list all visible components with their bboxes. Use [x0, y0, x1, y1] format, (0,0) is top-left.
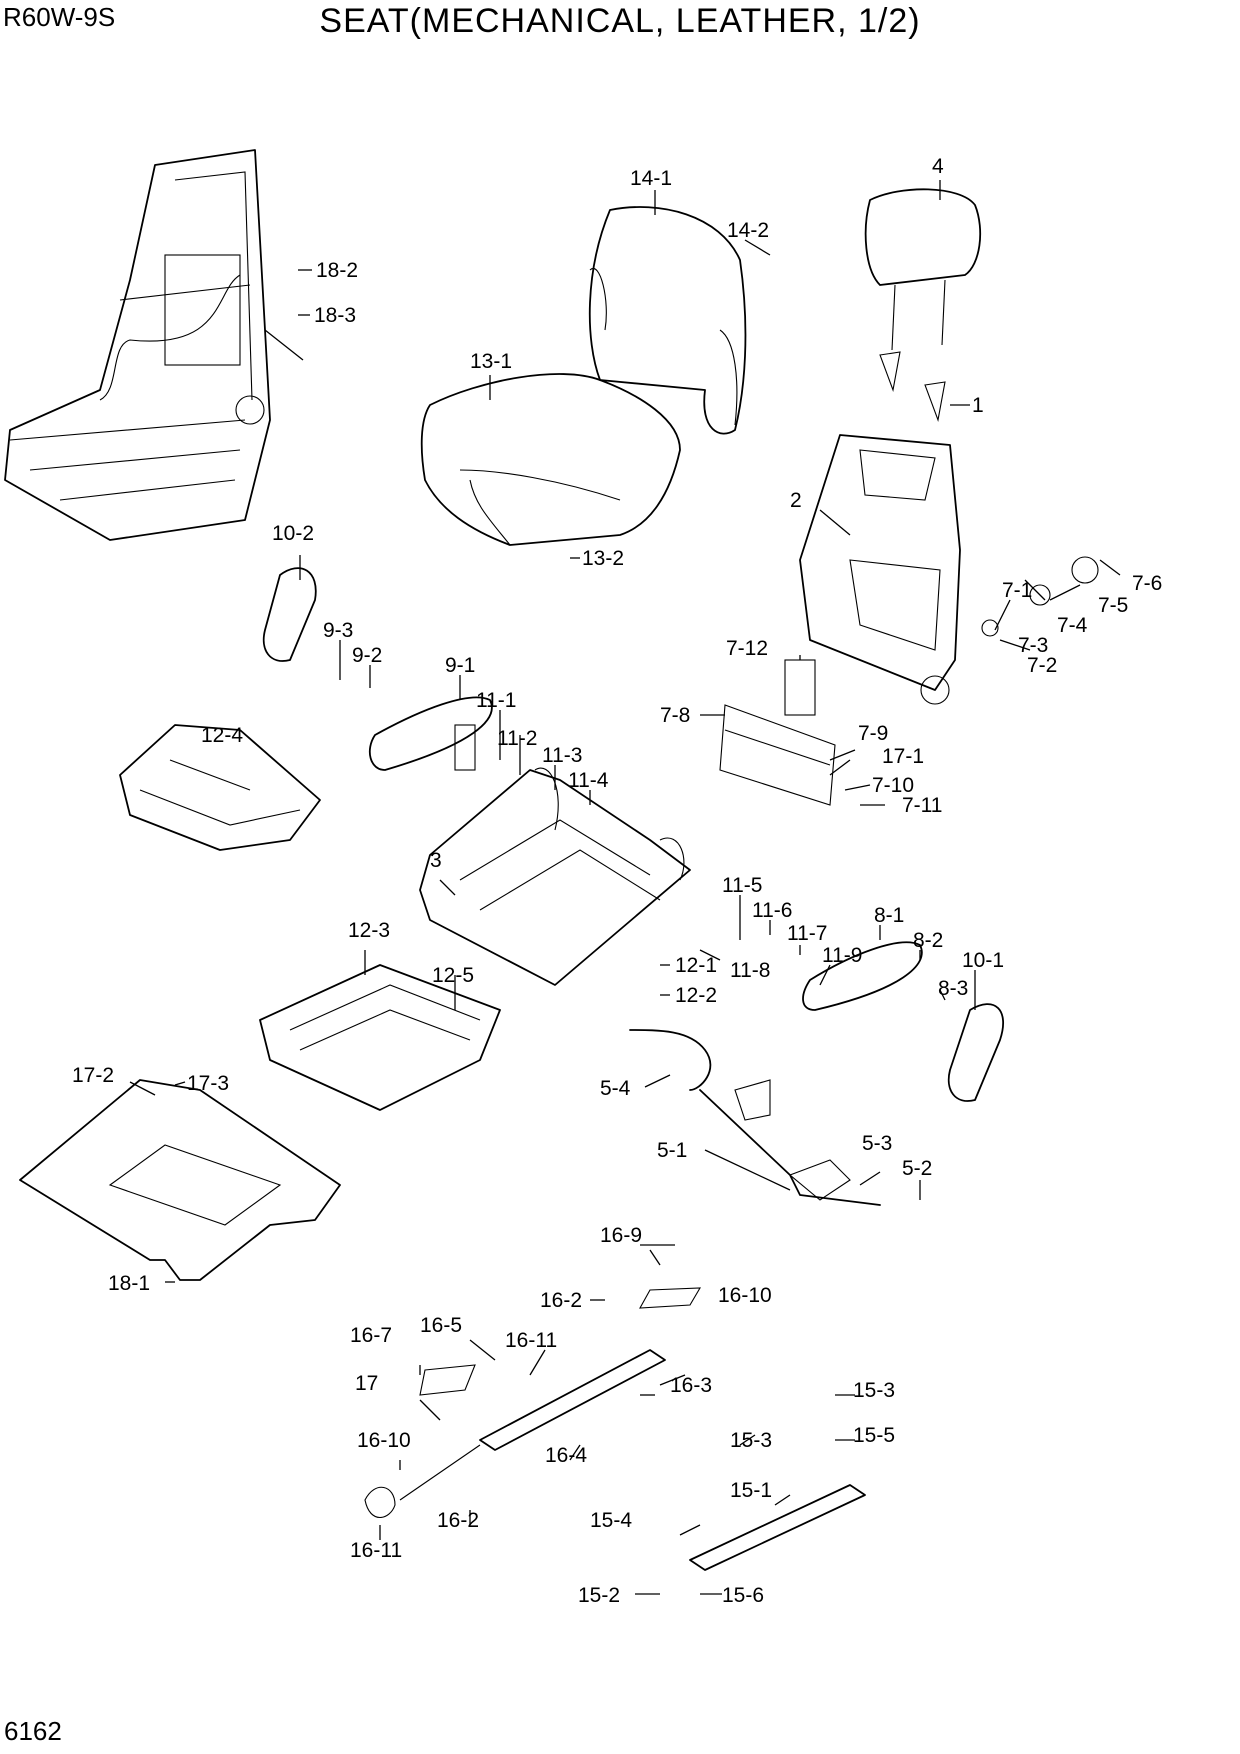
callout-8-2: 8-2: [913, 929, 943, 952]
callout-11-6: 11-6: [752, 899, 792, 922]
side-covers: [262, 567, 1005, 1102]
armrests: [368, 696, 923, 1011]
callout-17: 17-1: [882, 745, 924, 768]
callout-16-6: 16-10: [718, 1284, 772, 1307]
callout-16-10: 16-10: [357, 1429, 411, 1452]
callout-16-7: 16-11: [505, 1329, 557, 1352]
slide-rail-right: [689, 1484, 866, 1571]
callout-17-2: 17-3: [187, 1072, 229, 1095]
callout-12-1: 12-1: [675, 954, 717, 977]
callout-14-2: 14-2: [727, 219, 769, 242]
callout-7-3: 7-3: [1018, 634, 1048, 657]
callout-18-1: 18-2: [316, 259, 358, 282]
callout-7-9: 7-9: [858, 722, 888, 745]
callout-12-3: 12-4: [201, 724, 243, 747]
callout-4: 4: [932, 155, 944, 178]
callout-12-4: 12-3: [348, 919, 390, 942]
seat-tray: [259, 964, 501, 1111]
callout-7-1: 7-1: [1002, 579, 1032, 602]
callout-9-2: 9-2: [352, 644, 382, 667]
callout-7-2: 7-2: [1027, 654, 1057, 677]
callout-5-1: 5-1: [657, 1139, 687, 1162]
callout-8-3: 8-3: [938, 977, 968, 1000]
seat-frame-assembly: [4, 149, 271, 541]
callout-12-2: 12-2: [675, 984, 717, 1007]
callout-16-5-right: 16-9: [600, 1224, 642, 1247]
seat-base-frame: [419, 767, 691, 986]
callout-8-1: 8-1: [874, 904, 904, 927]
callout-7-6: 7-6: [1132, 572, 1162, 595]
callout-15-6: 15-6: [722, 1584, 764, 1607]
callout-3: 3: [430, 849, 442, 872]
callout-15-2: 15-2: [578, 1584, 620, 1607]
callout-17-3: 18-1: [108, 1272, 150, 1295]
callout-11-4: 11-4: [568, 769, 609, 792]
callout-15-3-right: 15-3: [853, 1379, 895, 1402]
callout-11-5: 11-5: [722, 874, 762, 897]
callout-11-8: 11-8: [730, 959, 770, 982]
callout-16-4: 16-5: [420, 1314, 462, 1337]
callout-7-10: 7-10: [872, 774, 914, 797]
callout-7-11: 7-11: [902, 794, 942, 817]
callout-16-5-left: 16-7: [350, 1324, 392, 1347]
callout-1: 1: [972, 394, 984, 417]
callout-14-1: 14-1: [630, 167, 672, 190]
callout-10-2: 10-2: [272, 522, 314, 545]
callout-9-3: 9-3: [323, 619, 353, 642]
callout-7-5: 7-5: [1098, 594, 1128, 617]
leader-lines: [129, 180, 1121, 1595]
callout-11-1: 11-1: [476, 689, 516, 712]
callout-15-5: 15-5: [853, 1424, 895, 1447]
callout-16-2-left: 16-2: [437, 1509, 479, 1532]
callout-13-1: 13-1: [470, 350, 512, 373]
callout-16-2-right: 16-3: [670, 1374, 712, 1397]
callout-2: 2: [790, 489, 802, 512]
seat-pan: [119, 724, 321, 851]
callout-7-8: 7-8: [660, 704, 690, 727]
callout-15-3-left: 15-3: [730, 1429, 772, 1452]
model-number: R60W-9S: [3, 2, 116, 32]
page-title: SEAT(MECHANICAL, LEATHER, 1/2): [319, 2, 921, 40]
callout-10-1: 10-1: [962, 949, 1004, 972]
callout-7-12: 7-12: [726, 637, 768, 660]
callout-11-7: 11-7: [787, 922, 827, 945]
callout-13-2: 13-2: [582, 547, 624, 570]
backrest-cushion: [588, 206, 747, 435]
callout-11-9: 11-9: [822, 944, 862, 967]
callout-16-3: 16-4: [545, 1444, 587, 1467]
slide-rail-left: [364, 1287, 701, 1519]
callout-16-11: 16-11: [350, 1539, 402, 1562]
callout-16-1: 16-2: [540, 1289, 582, 1312]
backrest-frame: [799, 434, 961, 705]
callout-15-1: 15-1: [730, 1479, 772, 1502]
page-number: 6162: [4, 1716, 62, 1746]
callout-7-4: 7-4: [1057, 614, 1088, 637]
callout-18-2: 18-3: [314, 304, 356, 327]
callout-5-2: 5-2: [902, 1157, 932, 1180]
seat-cushion: [420, 373, 681, 546]
callout-labels: 18-2 18-3 14-1 14-2 13-1 13-2 4 1 2 10-2…: [72, 155, 1162, 1607]
callout-12-5: 12-5: [432, 964, 474, 987]
callout-5-3: 5-3: [862, 1132, 892, 1155]
callout-16-9: 17: [355, 1372, 378, 1395]
mounting-plate: [19, 1079, 341, 1281]
callout-5-4: 5-4: [600, 1077, 631, 1100]
callout-9-1: 9-1: [445, 654, 475, 677]
callout-11-2: 11-2: [497, 727, 537, 750]
seat-belt: [629, 1029, 881, 1206]
callout-11-3: 11-3: [542, 744, 582, 767]
callout-15-4: 15-4: [590, 1509, 632, 1532]
headrest: [864, 188, 982, 423]
callout-17-1: 17-2: [72, 1064, 114, 1087]
